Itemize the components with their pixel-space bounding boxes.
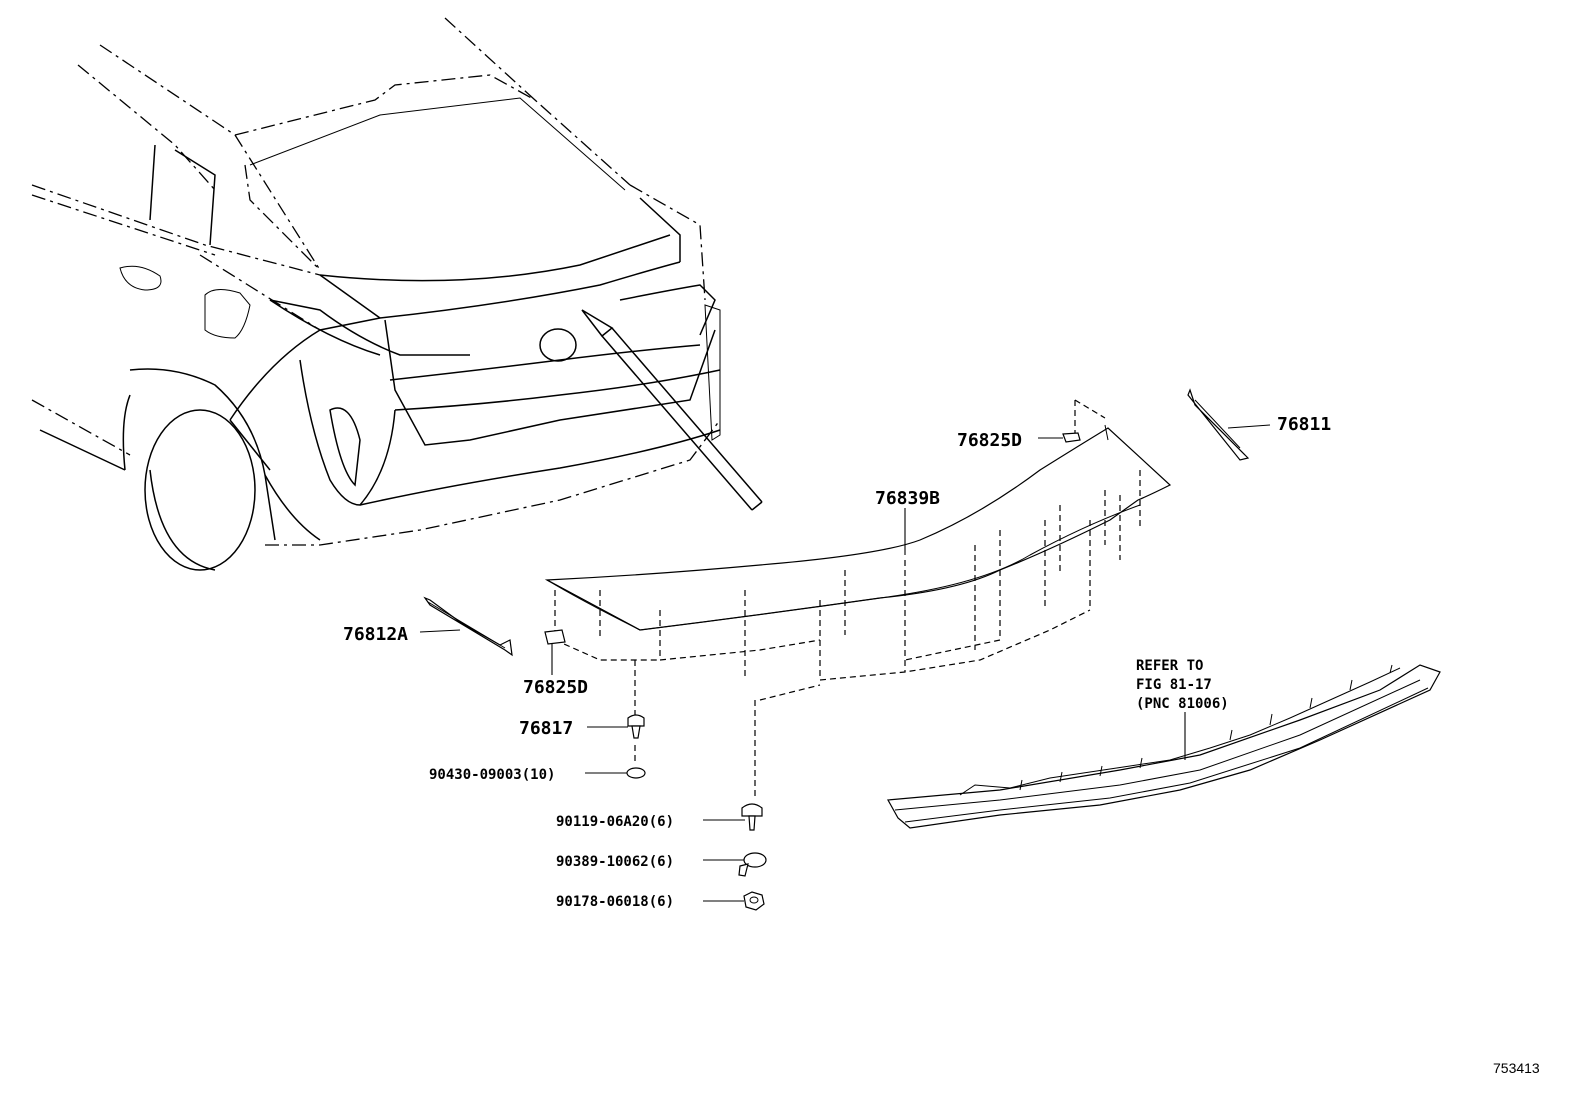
label-76825D-top: 76825D [957,430,1022,451]
pad-76825D-bottom [544,629,566,645]
reference-note-line3: (PNC 81006) [1136,696,1229,712]
bracket-76811 [1187,388,1250,461]
spacer-90389 [738,852,767,877]
label-90119: 90119-06A20(6) [556,814,674,830]
label-90430: 90430-09003(10) [429,767,555,783]
reference-note-line2: FIG 81-17 [1136,677,1212,693]
washer-90430 [626,767,646,779]
bracket-76812A [423,596,513,657]
spoiler-part [544,399,1172,800]
label-76812A: 76812A [343,624,408,645]
label-90389: 90389-10062(6) [556,854,674,870]
pad-76825D-top [1062,432,1081,443]
bumper-reinforcement-reference [887,664,1441,829]
location-arrow [581,309,763,511]
label-76825D-bottom: 76825D [523,677,588,698]
leader-76811 [1227,424,1271,429]
label-76839B: 76839B [875,488,940,509]
nut-90178 [743,891,765,911]
figure-number: 753413 [1493,1060,1540,1076]
bolt-90119 [741,803,763,831]
label-76811: 76811 [1277,414,1331,435]
label-90178: 90178-06018(6) [556,894,674,910]
reference-note-line1: REFER TO [1136,658,1203,674]
vehicle-rear-outline [31,17,721,571]
leader-76812A [419,629,461,633]
clip-76817 [627,714,645,739]
label-76817: 76817 [519,718,573,739]
